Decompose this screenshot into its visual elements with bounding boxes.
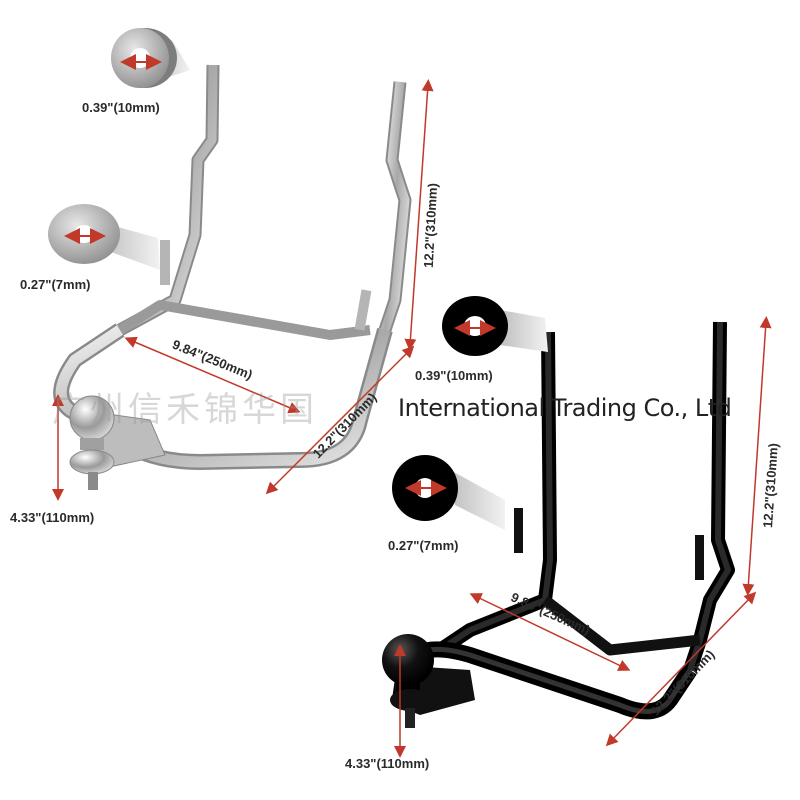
black-washer-large (442, 296, 548, 356)
chrome-dimension-lines (52, 79, 434, 501)
chrome-washer-small-label: 0.27"(7mm) (20, 277, 91, 292)
chrome-ball-height-label: 4.33"(110mm) (10, 510, 95, 525)
chrome-washer-large-label: 0.39"(10mm) (82, 100, 160, 115)
black-ball-height-label: 4.33"(110mm) (345, 756, 430, 771)
chrome-washer-large (111, 28, 190, 88)
black-washer-large-label: 0.39"(10mm) (415, 368, 493, 383)
company-watermark: International Trading Co., Ltd (398, 394, 732, 422)
black-washer-small-label: 0.27"(7mm) (388, 538, 459, 553)
black-washer-small (392, 455, 505, 530)
black-dimension-lines (394, 316, 772, 758)
chrome-washer-small (48, 204, 160, 270)
chinese-watermark: 广州信禾锦华国 (52, 390, 318, 430)
